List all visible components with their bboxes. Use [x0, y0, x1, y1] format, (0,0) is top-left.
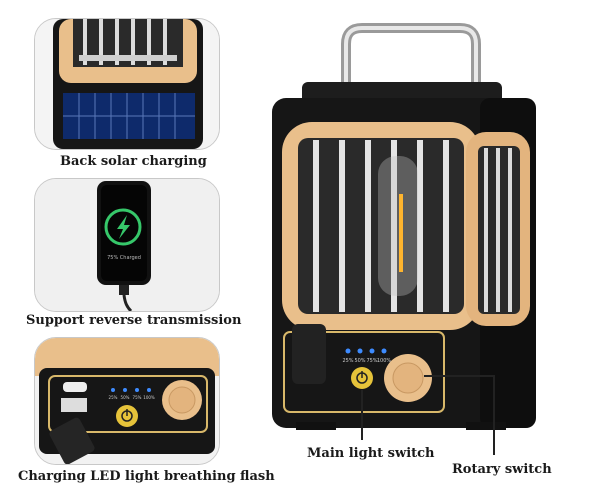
phone-illustration: 75% Charged: [35, 179, 219, 311]
solar-panel-feature-image: [34, 18, 220, 150]
led-level-50: 50%: [121, 395, 130, 400]
solar-illustration: [35, 19, 219, 149]
reverse-transmission-feature-image: 75% Charged: [34, 178, 220, 312]
caption-reverse: Support reverse transmission: [26, 313, 242, 328]
led-level-75: 75%: [133, 395, 142, 400]
main-switch-callout-line: [361, 390, 363, 440]
led-feature-image: 25% 50% 75% 100%: [34, 337, 220, 465]
callout-main-light-switch: Main light switch: [307, 446, 435, 461]
lantern-product-image: 25% 50% 75% 100%: [272, 23, 536, 430]
callout-rotary-switch: Rotary switch: [452, 462, 552, 477]
rotary-switch-callout-line-v: [493, 375, 495, 455]
lantern-level-100: 100%: [377, 358, 392, 364]
caption-led: Charging LED light breathing flash: [18, 469, 275, 484]
led-level-25: 25%: [109, 395, 118, 400]
lantern-level-25: 25%: [342, 358, 353, 364]
lantern-level-50: 50%: [354, 358, 365, 364]
led-level-100: 100%: [143, 395, 155, 400]
led-illustration: 25% 50% 75% 100%: [35, 338, 219, 464]
caption-solar: Back solar charging: [60, 154, 207, 169]
rotary-switch-callout-line-h: [424, 375, 494, 377]
lantern-level-75: 75%: [366, 358, 377, 364]
phone-screen-text: 75% Charged: [107, 255, 141, 261]
